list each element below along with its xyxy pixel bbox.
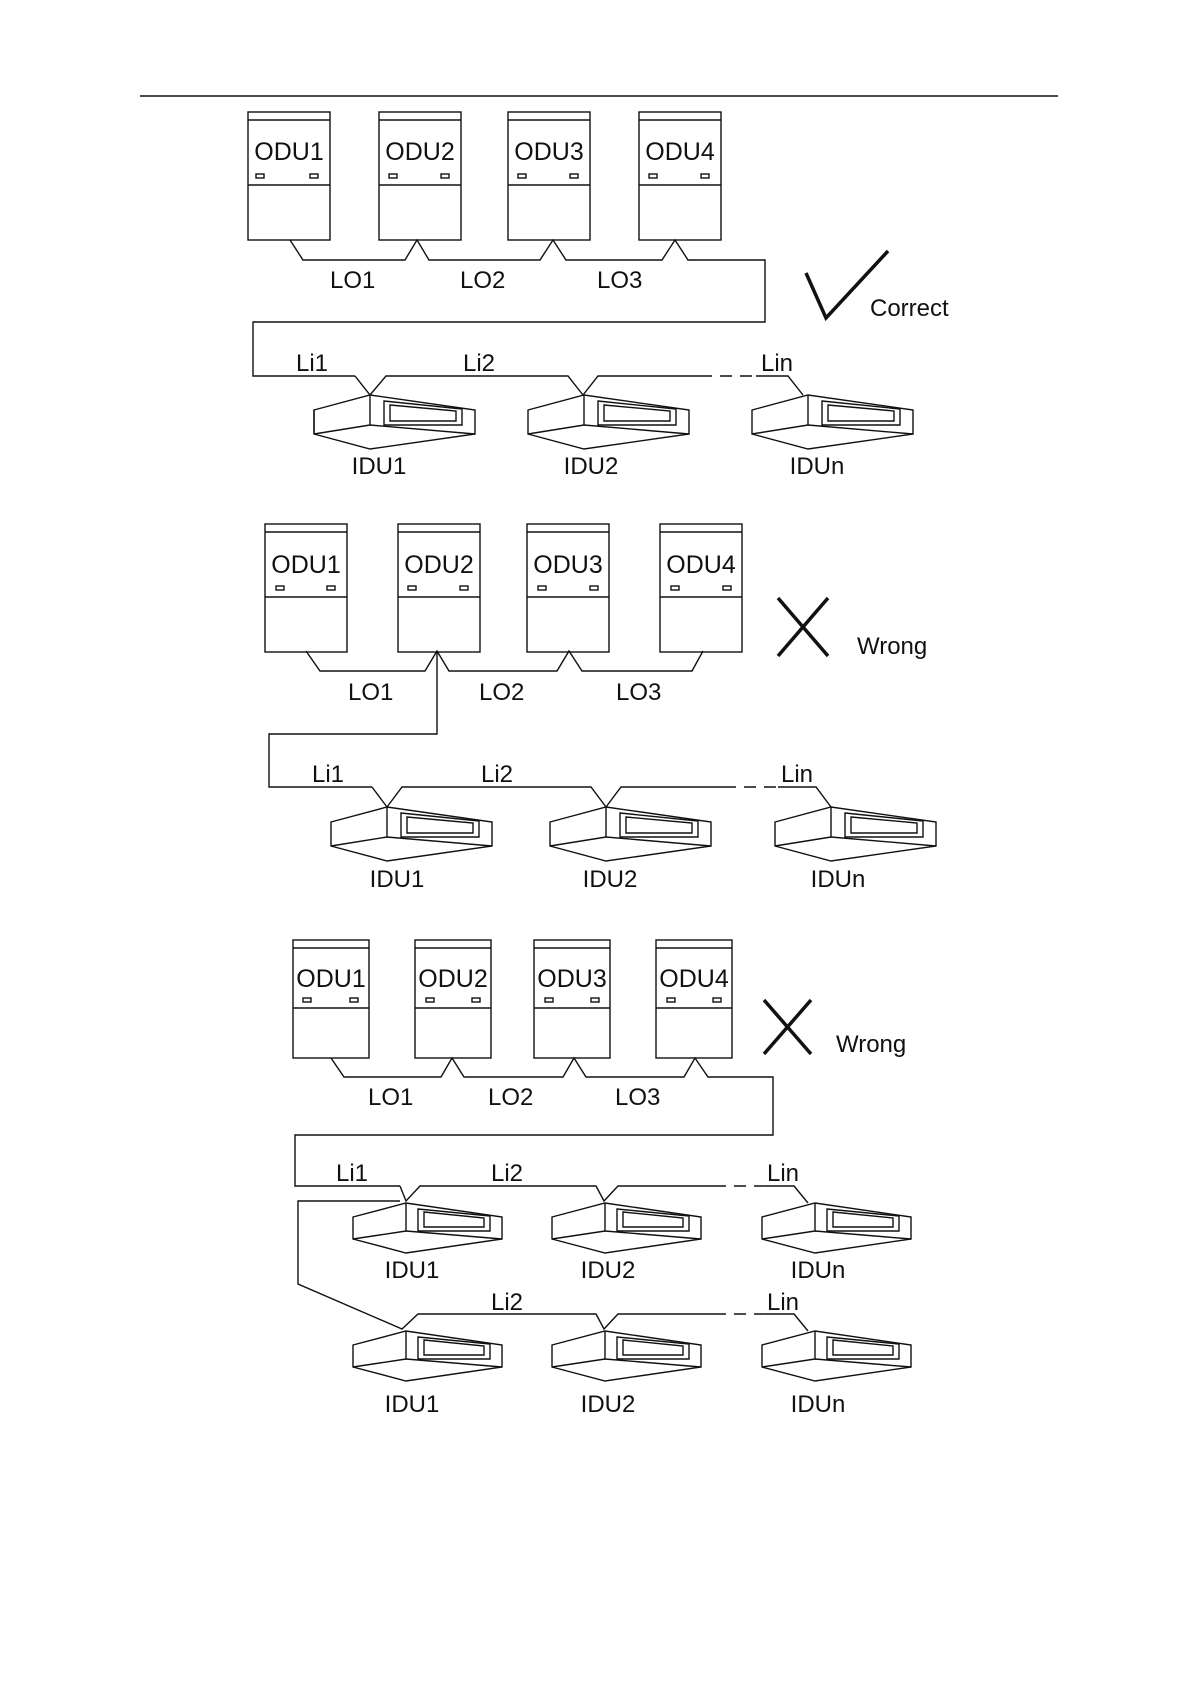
idu-label: IDUn [811, 866, 866, 893]
indoor-link-line [355, 376, 700, 395]
idu-label: IDU2 [583, 866, 638, 893]
indoor-link-label: Li2 [481, 761, 513, 788]
odu-label: ODU1 [254, 138, 323, 166]
idu-label: IDU2 [581, 1391, 636, 1418]
odu-label: ODU3 [537, 965, 606, 993]
odu-unit: ODU3 [534, 940, 610, 1058]
outdoor-link-label: LO1 [330, 267, 375, 294]
odu-unit: ODU2 [398, 524, 480, 652]
idu-unit [314, 395, 475, 449]
idu-label: IDUn [791, 1391, 846, 1418]
status-label: Correct [870, 295, 949, 322]
cross-mark-icon [764, 1000, 811, 1054]
outdoor-link-label: LO2 [479, 679, 524, 706]
indoor-link-label: Li2 [491, 1289, 523, 1316]
odu-unit: ODU1 [248, 112, 330, 240]
odu-unit: ODU3 [508, 112, 590, 240]
idu-unit [550, 807, 711, 861]
odu-label: ODU2 [404, 551, 473, 579]
idu-unit [528, 395, 689, 449]
odu-unit: ODU3 [527, 524, 609, 652]
indoor-link-label: Lin [761, 350, 793, 377]
odu-label: ODU3 [514, 138, 583, 166]
idu-unit [775, 807, 936, 861]
idu-unit [552, 1331, 701, 1381]
idu-label: IDU1 [352, 453, 407, 480]
status-label: Wrong [836, 1031, 906, 1058]
odu-label: ODU4 [666, 551, 736, 579]
indoor-link-label: Li1 [336, 1160, 368, 1187]
idu-label: IDU1 [370, 866, 425, 893]
diagram-correct: ODU1 ODU2 ODU3 ODU4 [248, 112, 949, 480]
indoor-link-end [778, 787, 831, 807]
idu-unit [762, 1331, 911, 1381]
odu-unit: ODU4 [660, 524, 742, 652]
indoor-link-label: Li2 [491, 1160, 523, 1187]
odu-label: ODU1 [296, 965, 365, 993]
idu-label: IDU1 [385, 1391, 440, 1418]
diagram-wrong-1: ODU1 ODU2 ODU3 ODU4 [265, 524, 936, 893]
indoor-link-label: Lin [781, 761, 813, 788]
indoor-link-line [400, 1186, 714, 1201]
odu-unit: ODU2 [379, 112, 461, 240]
indoor-link-end [764, 1186, 808, 1203]
indoor-link-line [372, 787, 724, 807]
outdoor-link-label: LO3 [615, 1084, 660, 1111]
idu-unit [552, 1203, 701, 1253]
indoor-link-end [764, 1314, 808, 1331]
odu-label: ODU1 [271, 551, 340, 579]
indoor-link-label: Li1 [296, 350, 328, 377]
idu-label: IDU2 [581, 1257, 636, 1284]
status-label: Wrong [857, 633, 927, 660]
idu-label: IDUn [790, 453, 845, 480]
outdoor-link-label: LO2 [460, 267, 505, 294]
idu-label: IDU2 [564, 453, 619, 480]
odu-label: ODU2 [385, 138, 454, 166]
idu-unit [331, 807, 492, 861]
indoor-link-label: Lin [767, 1160, 799, 1187]
idu-unit [353, 1203, 502, 1253]
odu-unit: ODU1 [265, 524, 347, 652]
outdoor-link-line [253, 240, 765, 376]
idu-unit [752, 395, 913, 449]
idu-unit [762, 1203, 911, 1253]
diagram-wrong-2: ODU1 ODU2 ODU3 ODU4 [293, 940, 911, 1418]
odu-unit: ODU2 [415, 940, 491, 1058]
odu-label: ODU4 [645, 138, 715, 166]
indoor-link-end [756, 376, 803, 395]
odu-label: ODU2 [418, 965, 487, 993]
outdoor-link-label: LO3 [616, 679, 661, 706]
odu-label: ODU3 [533, 551, 602, 579]
outdoor-link-label: LO1 [348, 679, 393, 706]
odu-label: ODU4 [659, 965, 729, 993]
indoor-link-label: Li2 [463, 350, 495, 377]
idu-label: IDU1 [385, 1257, 440, 1284]
outdoor-link-label: LO1 [368, 1084, 413, 1111]
odu-unit: ODU1 [293, 940, 369, 1058]
cross-mark-icon [778, 598, 828, 656]
indoor-link-label: Lin [767, 1289, 799, 1316]
odu-unit: ODU4 [639, 112, 721, 240]
outdoor-link-line [306, 651, 703, 671]
outdoor-link-label: LO2 [488, 1084, 533, 1111]
indoor-link-label: Li1 [312, 761, 344, 788]
idu-unit [353, 1331, 502, 1381]
odu-unit: ODU4 [656, 940, 732, 1058]
idu-label: IDUn [791, 1257, 846, 1284]
outdoor-link-label: LO3 [597, 267, 642, 294]
